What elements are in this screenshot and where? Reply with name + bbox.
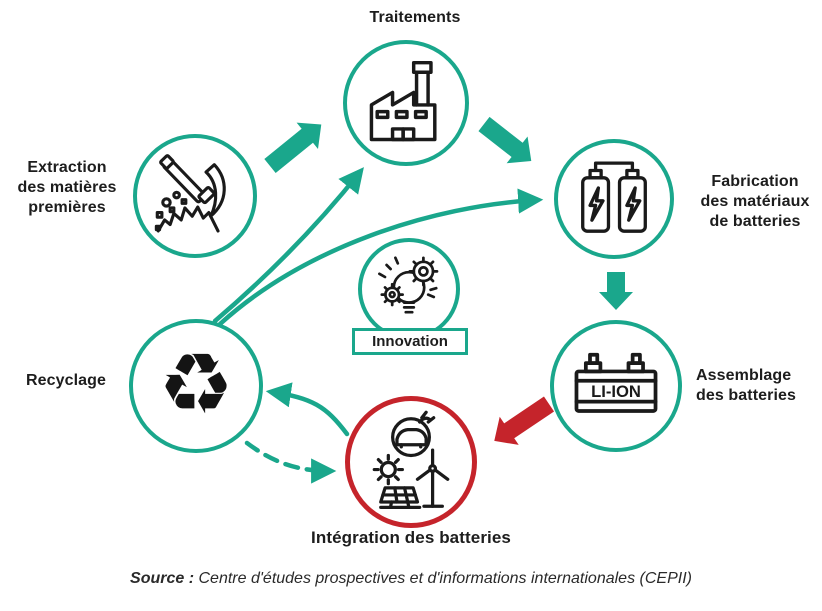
node-traitements [343,40,469,166]
node-integration [345,396,477,528]
label-extraction: Extraction des matières premières [17,159,117,217]
curve-arrows [212,167,544,484]
label-traitements: Traitements [369,9,461,26]
label-assemblage: Assemblage des batteries [696,367,797,405]
arrow-assemblage-to-integration [494,396,555,445]
label-innovation: Innovation [372,333,448,350]
arrow-integration-to-recyclage [265,382,350,437]
factory-icon [369,60,437,142]
node-fabrication [554,139,674,259]
label-recyclage: Recyclage [25,372,107,389]
block-arrows [264,116,633,310]
bulb-gears-icon [378,256,439,314]
arrow-recyclage-to-integration [244,440,337,484]
liion-battery-icon: LI-ION [574,352,658,413]
battery-cells-icon [581,161,647,233]
source-text: Centre d'études prospectives et d'inform… [194,570,692,587]
pickaxe-icon [154,154,226,233]
arrow-extraction-to-traitements [264,122,322,173]
arrow-recyclage-to-traitements [212,167,364,324]
ev-renewables-icon [372,410,450,509]
innovation-box: Innovation [352,328,468,355]
node-recyclage: ♻ [129,319,263,453]
label-integration: Intégration des batteries [311,528,511,547]
recycle-icon: ♻ [158,335,234,433]
source-prefix: Source : [130,570,195,587]
liion-label: LI-ION [591,382,641,401]
label-fabrication: Fabrication des matériaux de batteries [700,173,810,231]
arrow-recyclage-to-fabrication [217,188,544,327]
arrow-fabrication-to-assemblage [599,272,633,310]
node-innovation [358,238,460,340]
source-caption: Source : Centre d'études prospectives et… [0,570,822,588]
arrow-traitements-to-fabrication [478,116,532,164]
node-assemblage: LI-ION [550,320,682,452]
node-extraction [133,134,257,258]
